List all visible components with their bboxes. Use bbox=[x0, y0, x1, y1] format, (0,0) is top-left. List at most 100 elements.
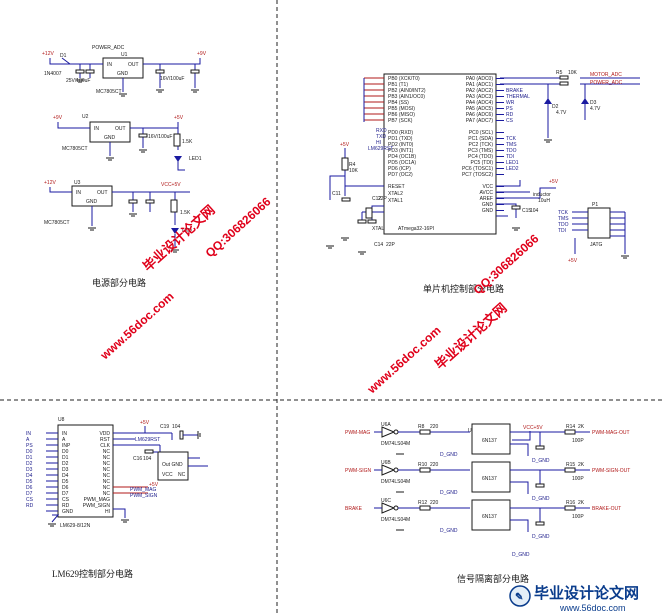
d1-ref: D1 bbox=[60, 53, 67, 59]
inverter-bubble bbox=[393, 505, 399, 511]
mcu-pin-label: PA5 (ADC5) bbox=[466, 106, 493, 112]
optocoupler bbox=[471, 499, 511, 531]
iso-res-value: 2K bbox=[578, 500, 585, 506]
rail-label: +9V bbox=[197, 51, 207, 57]
mcu-pin-label: XTAL2 bbox=[388, 191, 403, 197]
mcu-net-label: PS bbox=[506, 106, 513, 112]
jtag-header bbox=[587, 207, 611, 239]
mcu-pin-label: PA3 (ADC3) bbox=[466, 94, 493, 100]
mcu-pin-label: PB1 (T1) bbox=[388, 82, 408, 88]
iso-res-ref: R15 bbox=[566, 462, 575, 468]
inverter-symbol bbox=[381, 502, 396, 514]
mcu-pin-label: PB6 (MISO) bbox=[388, 112, 415, 118]
mcu-pin-label: PB5 (MOSI) bbox=[388, 106, 415, 112]
power-section: +12V POWER_ADC U1 IN OUT GND MC7805CT +9… bbox=[42, 45, 207, 288]
d3-ref: D3 bbox=[590, 100, 597, 106]
r5-ref: R5 bbox=[556, 70, 563, 76]
iso-resistor bbox=[419, 429, 431, 435]
c14-value: 22P bbox=[386, 242, 396, 248]
lm629-pin-label: VDD bbox=[99, 431, 110, 437]
power-section-caption: 电源部分电路 bbox=[92, 277, 146, 288]
iso-gnd-label: D_GND bbox=[512, 552, 530, 558]
mcu-pin-label: VCC bbox=[482, 184, 493, 190]
optocoupler bbox=[471, 423, 511, 455]
u1-part: MC7805CT bbox=[96, 89, 122, 95]
mcu-pin-label: PB7 (SCK) bbox=[388, 118, 413, 124]
c15-value: 104 bbox=[530, 208, 539, 214]
mcu-net-label: TMS bbox=[506, 142, 517, 148]
r3-value: 1.5K bbox=[180, 210, 191, 216]
lm629-pin-label: IN bbox=[62, 431, 67, 437]
logo-emblem-icon bbox=[509, 585, 531, 607]
lm629-net-label: CS bbox=[26, 497, 34, 503]
mcu-right-pins: PA0 (ADC0)PA1 (ADC1)PA2 (ADC2)PA3 (ADC3)… bbox=[462, 76, 504, 214]
d2-ref: D2 bbox=[552, 104, 559, 110]
lm629-pin-label: RD bbox=[62, 503, 70, 509]
net-hi: HI bbox=[376, 140, 381, 146]
power-adc-label: POWER_ADC bbox=[92, 45, 125, 51]
lm629-pin-label: D0 bbox=[62, 449, 69, 455]
site-logo: ✎ 毕业设计论文网 www.56doc.com bbox=[509, 584, 639, 613]
mcu-pin-label: PC2 (TCK) bbox=[469, 142, 494, 148]
mcu-net-label: RD bbox=[506, 112, 514, 118]
opto-part: 6N137 bbox=[482, 438, 497, 444]
iso-res-ref: R12 bbox=[418, 500, 427, 506]
lm629-net-label: IN bbox=[26, 431, 31, 437]
iso-out-resistor bbox=[564, 429, 576, 435]
u1-pin-out: OUT bbox=[128, 62, 139, 68]
opto-part: 6N137 bbox=[482, 476, 497, 482]
watermark-site: www.56doc.com bbox=[364, 323, 444, 397]
mcu-pin-label: PD1 (TXD) bbox=[388, 136, 413, 142]
mcu-pin-label: PD0 (RXD) bbox=[388, 130, 413, 136]
motor-adc-output: MOTOR_ADC bbox=[590, 72, 622, 78]
watermark-brand: 毕业设计论文网 bbox=[140, 202, 218, 274]
lm629-net-label: PS bbox=[26, 443, 33, 449]
lm629-pin-label: D5 bbox=[62, 479, 69, 485]
iso-output-label: PWM-MAG-OUT bbox=[592, 430, 630, 436]
lm629-pin-label: NC bbox=[103, 479, 111, 485]
lm629-pin-label: A bbox=[62, 437, 66, 443]
mcu-pin-label: PB2 (AIN0/INT2) bbox=[388, 88, 426, 94]
mcu-pin-label: PB4 (SS) bbox=[388, 100, 409, 106]
c11-ref: C11 bbox=[332, 191, 341, 197]
iso-wire bbox=[510, 431, 560, 456]
mcu-net-label: BRAKE bbox=[506, 88, 524, 94]
optocoupler bbox=[471, 461, 511, 493]
jtag-net-label: TCK bbox=[558, 210, 569, 216]
iso-out-resistor bbox=[564, 505, 576, 511]
r4-value: 10K bbox=[349, 168, 359, 174]
mcu-pin-label: PD7 (OC2) bbox=[388, 172, 413, 178]
u7-ref: U7 bbox=[468, 428, 475, 434]
watermark-brand: 毕业设计论文网 bbox=[432, 300, 510, 372]
mcu-pin-label: PD3 (INT1) bbox=[388, 148, 414, 154]
buffer-ref: U6C bbox=[381, 498, 391, 504]
jtag-net-label: TDI bbox=[558, 228, 566, 234]
mcu-pin-label: PC3 (TMS) bbox=[468, 148, 493, 154]
rail-label: +5V bbox=[149, 482, 159, 488]
power-adc-output: POWER_ADC bbox=[590, 80, 623, 86]
c6-value: 16V/100uF bbox=[148, 134, 172, 140]
mcu-net-label: LED1 bbox=[506, 160, 519, 166]
iso-wire bbox=[510, 469, 560, 494]
rail-label: +5V bbox=[568, 258, 578, 264]
c4-value: 16V/100uF bbox=[160, 76, 184, 82]
d3-value: 4.7V bbox=[590, 106, 601, 112]
mcu-pin-label: PB0 (XCK/T0) bbox=[388, 76, 420, 82]
mcu-pin-label: PC0 (SCL) bbox=[469, 130, 494, 136]
inverter-bubble bbox=[393, 467, 399, 473]
iso-res-ref: R16 bbox=[566, 500, 575, 506]
r5-value: 10K bbox=[568, 70, 578, 76]
mcu-pin-label: PA7 (ADC7) bbox=[466, 118, 493, 124]
lm629-pin-label: PWM_MAG bbox=[84, 497, 111, 503]
watermark-site: www.56doc.com bbox=[97, 289, 177, 363]
c16-ref: C16 bbox=[133, 456, 142, 462]
iso-gnd-label: D_GND bbox=[532, 458, 550, 464]
mcu-pin-label: PC6 (TOSC1) bbox=[462, 166, 493, 172]
net-lm629rst: LM629RST bbox=[368, 146, 393, 152]
iso-gnd-label: D_GND bbox=[440, 528, 458, 534]
iso-out-resistor bbox=[564, 467, 576, 473]
iso-cap-value: 100P bbox=[572, 438, 584, 444]
inverter-symbol bbox=[381, 426, 396, 438]
